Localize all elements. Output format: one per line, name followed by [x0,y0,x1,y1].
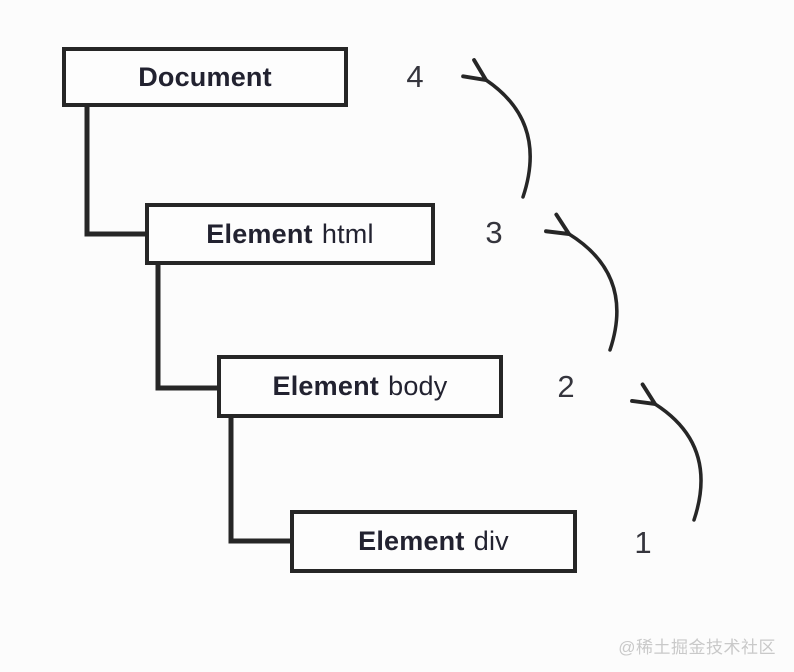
node-box-html: Element html [145,203,435,265]
bubbling-arrow-3-to-4 [486,80,532,199]
node-label-document: Document [138,61,272,92]
node-label-html: Element [206,218,313,249]
node-box-document: Document [62,47,348,107]
order-number-3: 3 [485,215,503,250]
node-tag-div: div [473,526,509,556]
node-tag-body: body [388,371,448,401]
order-number-2: 2 [557,369,575,404]
bubbling-arrow-2-to-3 [569,234,619,352]
node-label-div: Element [358,526,465,556]
node-label-body: Element [272,371,379,401]
bubbling-arrow-1-to-2 [655,404,703,522]
node-tag-html: html [321,218,374,249]
node-box-div: Element div [290,510,577,573]
connector-document-to-html [84,105,149,237]
watermark-text: @稀土掘金技术社区 [618,638,776,657]
connector-html-to-body [155,263,221,391]
connector-body-to-div [228,416,294,544]
node-box-body: Element body [217,355,503,418]
order-number-1: 1 [634,525,652,560]
order-number-4: 4 [406,59,424,94]
